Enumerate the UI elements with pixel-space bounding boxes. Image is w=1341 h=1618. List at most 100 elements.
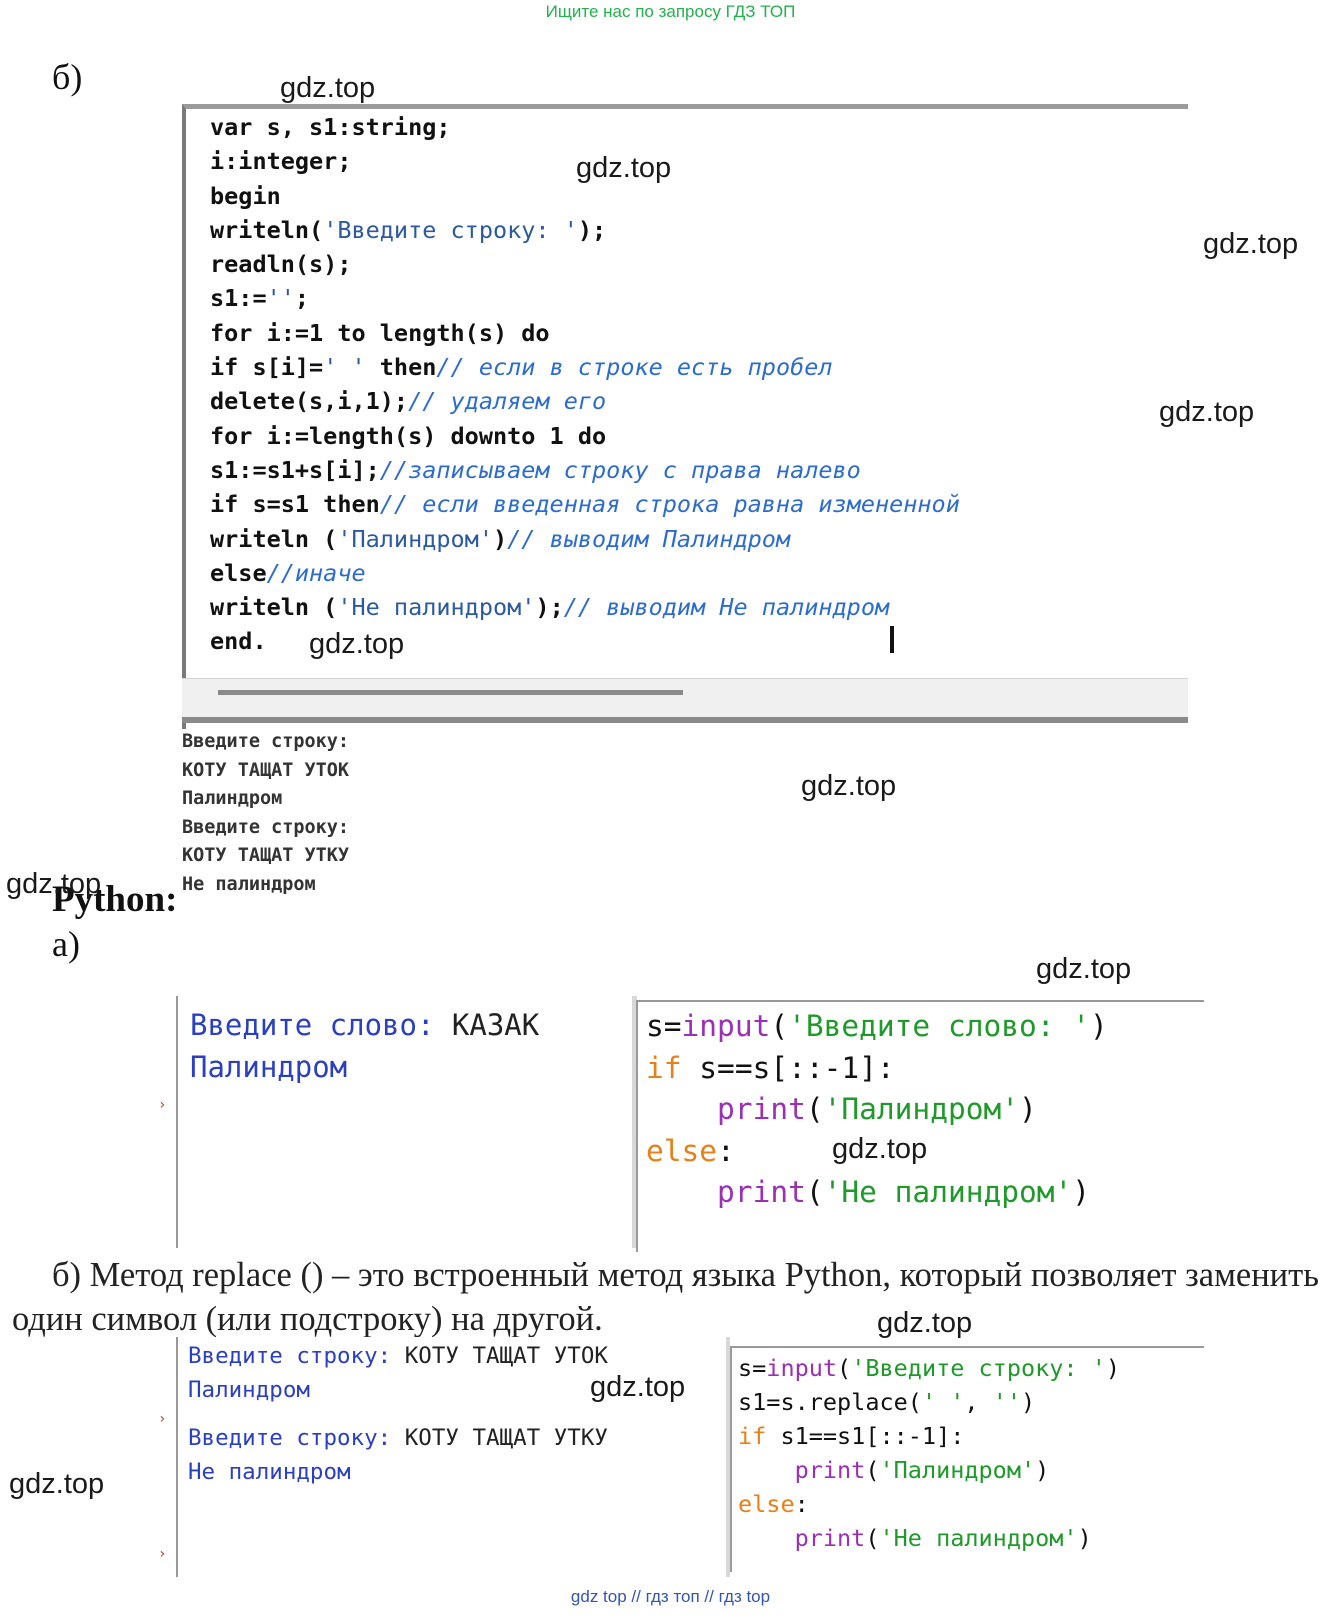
code-token: input (681, 1009, 771, 1043)
code-token: ) (1090, 1009, 1108, 1043)
code-token: s1==s1[::-1]: (766, 1422, 965, 1450)
code-token: 'Введите слово: ' (788, 1009, 1091, 1043)
code-token (646, 1175, 717, 1209)
console-input-value: КОТУ ТАЩАТ УТКУ (404, 1425, 608, 1451)
horizontal-scrollbar[interactable] (218, 690, 683, 695)
code-token: 'Не палиндром' (337, 593, 536, 622)
watermark: gdz.top (280, 72, 376, 104)
python-b-divider[interactable] (726, 1337, 730, 1577)
code-token: // если в строке есть пробел (436, 353, 833, 382)
code-token: for i:=length(s) downto 1 do (210, 421, 607, 450)
python-a-console (176, 996, 634, 1248)
code-line: s1=s.replace(' ', '') (738, 1385, 1120, 1419)
console-input-value: КОТУ ТАЩАТ УТОК (404, 1343, 608, 1369)
code-line: if s=s1 then// если введенная строка рав… (210, 487, 960, 521)
label-b1: б) (52, 57, 83, 97)
code-token: ( (837, 1354, 852, 1382)
code-token: if s=s1 then (210, 490, 380, 519)
code-token: begin (210, 181, 281, 210)
console-prompt-marker-2: › (158, 1546, 167, 1562)
console-prompt-marker: › (158, 1097, 167, 1113)
code-line: print('Палиндром') (646, 1089, 1108, 1131)
code-token (738, 1456, 795, 1484)
code-token: var s, s1:string; (210, 113, 451, 141)
code-token: '' (266, 284, 295, 313)
watermark: gdz.top (576, 152, 672, 184)
code-token: s= (646, 1009, 682, 1043)
code-token: , (964, 1388, 993, 1416)
code-line: i:integer; (210, 144, 960, 178)
pascal-editor[interactable] (182, 104, 1188, 729)
code-token: ( (865, 1456, 880, 1484)
code-token: 'Не палиндром' (879, 1524, 1078, 1552)
code-line: else: (646, 1131, 1108, 1173)
code-line: begin (210, 179, 960, 213)
code-token: else (210, 558, 267, 587)
code-token: else (646, 1133, 718, 1168)
watermark: gdz.top (9, 1468, 105, 1500)
python-a-editor[interactable] (636, 1000, 1204, 1252)
code-token: print (794, 1524, 866, 1552)
code-line: s1:=''; (210, 281, 960, 315)
watermark: gdz.top (590, 1371, 686, 1403)
console-result: Палиндром (188, 1376, 310, 1403)
code-token: // выводим Палиндром (507, 524, 791, 553)
code-token: //иначе (266, 558, 366, 587)
code-line: else//иначе (210, 556, 960, 590)
python-a-divider[interactable] (632, 996, 637, 1248)
python-a-console-text: Введите слово: КАЗАК Палиндром (190, 1004, 539, 1088)
code-token: 'Введите строку: ' (323, 215, 578, 244)
code-token: readln(s); (210, 250, 352, 279)
code-token: i:integer; (210, 147, 352, 176)
code-token: ) (1035, 1456, 1050, 1484)
code-token: ) (492, 524, 508, 553)
code-line: writeln('Введите строку: '); (210, 213, 960, 247)
code-token: // удаляем его (408, 387, 607, 416)
python-b-console (176, 1337, 728, 1577)
code-line: var s, s1:string; (210, 110, 960, 144)
code-token: ( (805, 1175, 824, 1209)
python-b-console-text: Введите строку: КОТУ ТАЩАТ УТОК Палиндро… (188, 1340, 608, 1441)
editor-divider (182, 717, 1188, 723)
code-token: ' ' (323, 353, 366, 382)
code-token: ( (805, 1092, 824, 1126)
code-token: writeln( (210, 215, 324, 244)
console-prompt-marker: › (158, 1411, 167, 1427)
python-b-console-text-2: Введите строку: КОТУ ТАЩАТ УТКУ Не палин… (188, 1422, 608, 1489)
code-line: s=input('Введите слово: ') (646, 1006, 1108, 1048)
footer-banner: gdz top // гдз топ // гдз top (570, 1587, 771, 1606)
code-line: print('Не палиндром') (646, 1172, 1108, 1214)
code-token: 'Введите строку: ' (851, 1354, 1106, 1382)
code-token: s= (738, 1354, 767, 1382)
code-line: delete(s,i,1);// удаляем его (210, 384, 960, 418)
code-line: if s1==s1[::-1]: (738, 1419, 1120, 1453)
code-token: ; (294, 284, 310, 313)
code-token: writeln ( (210, 524, 338, 553)
code-token: ); (577, 215, 607, 244)
python-b-editor[interactable] (730, 1346, 1204, 1572)
code-token: ); (535, 593, 564, 622)
code-token: print (717, 1175, 806, 1209)
console-result: Не палиндром (188, 1458, 351, 1485)
code-token: then (365, 353, 437, 382)
label-a: а) (52, 924, 80, 964)
code-line: for i:=length(s) downto 1 do (210, 419, 960, 453)
code-line: s1:=s1+s[i];//записываем строку с права … (210, 453, 960, 487)
code-token: s1=s.replace( (738, 1388, 922, 1416)
watermark: gdz.top (309, 628, 405, 660)
editor-scrollbar-area (182, 678, 1188, 719)
code-token: ) (1072, 1175, 1091, 1209)
code-token: writeln ( (210, 593, 338, 622)
paragraph-replace: б) Метод replace () – это встроенный мет… (12, 1256, 1319, 1338)
code-token: '' (992, 1388, 1021, 1416)
code-token: ( (865, 1524, 880, 1552)
header-banner: Ищите нас по запросу ГДЗ ТОП (545, 2, 796, 21)
python-b-code: s=input('Введите строку: ')s1=s.replace(… (738, 1351, 1120, 1555)
code-token: ) (1105, 1354, 1121, 1382)
code-line: end. (210, 624, 960, 658)
section-title-python: Python: (52, 879, 178, 920)
code-line: print('Палиндром') (738, 1453, 1120, 1487)
python-a-code: s=input('Введите слово: ')if s==s[::-1]:… (646, 1006, 1108, 1214)
code-token: print (717, 1092, 806, 1126)
code-token: if s[i]= (210, 353, 324, 382)
